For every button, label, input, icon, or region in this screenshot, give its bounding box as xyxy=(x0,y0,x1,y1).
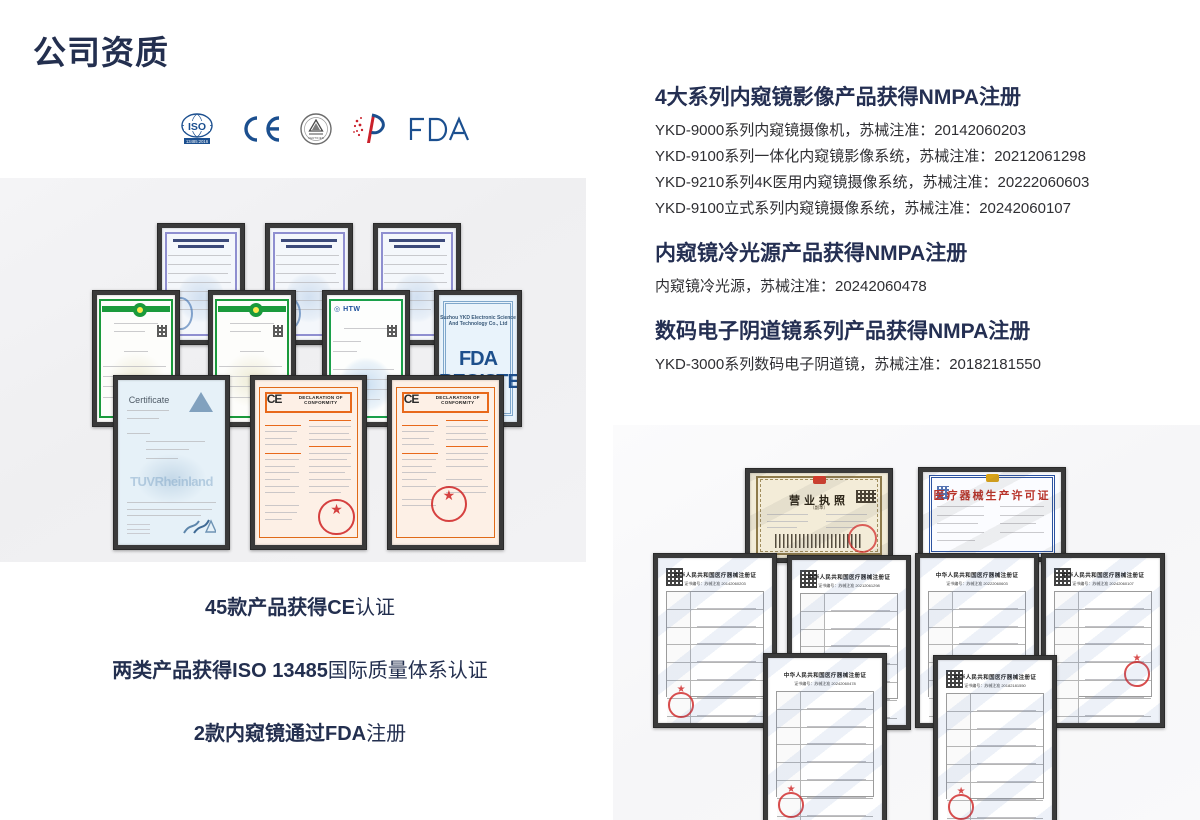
biz-license-title: 营业执照 xyxy=(789,494,849,507)
claim-strong: 两类产品获得ISO 13485 xyxy=(112,660,328,682)
certificate-frame: 中华人民共和国医疗器械注册证 证书编号：苏械注准 20242060107 xyxy=(1041,553,1165,728)
reg-cert-title: 中华人民共和国医疗器械注册证 xyxy=(783,673,867,680)
fda-cert-org: Suzhou YKD Electronic Science And Techno… xyxy=(440,315,516,328)
reg-cert-title: 中华人民共和国医疗器械注册证 xyxy=(935,573,1019,580)
certificate-frame: 中华人民共和国医疗器械注册证 证书编号：苏械注准 20242060478 xyxy=(763,653,887,820)
prod-license-title: 医疗器械生产许可证 xyxy=(933,490,1051,503)
svg-text:ISO: ISO xyxy=(188,121,206,133)
fda-logo-icon xyxy=(409,116,470,142)
registration-line: YKD-9100系列一体化内窥镜影像系统，苏械注准：20212061298 xyxy=(655,148,1086,166)
ce-mark-icon: CE xyxy=(266,392,283,407)
claim-rest: 注册 xyxy=(366,723,407,745)
certificate-frame: CE DECLARATION OF CONFORMITY xyxy=(250,375,367,550)
svg-text:CERTIFIED: CERTIFIED xyxy=(308,136,325,140)
ce-cert-title: DECLARATION OF CONFORMITY xyxy=(298,394,343,405)
registration-line: YKD-3000系列数码电子阴道镜，苏械注准：20182181550 xyxy=(655,356,1041,374)
registration-section-coldlight: 内窥镜冷光源产品获得NMPA注册 内窥镜冷光源，苏械注准：20242060478 xyxy=(655,240,1155,300)
certificate-frame: 医疗器械生产许可证 xyxy=(918,467,1066,562)
claim-fda: 2款内窥镜通过FDA注册 xyxy=(0,724,600,744)
ce-mark-icon: CE xyxy=(403,392,420,407)
reg-cert-title: 中华人民共和国医疗器械注册证 xyxy=(673,573,757,580)
tuv-cert-title: Certificate xyxy=(128,394,170,405)
registration-line: YKD-9210系列4K医用内窥镜摄像系统，苏械注准：20222060603 xyxy=(655,173,1090,191)
claim-ce: 45款产品获得CE认证 xyxy=(0,598,600,618)
certificate-frame: Certificate TUVRheinland xyxy=(113,375,230,550)
claim-rest: 国际质量体系认证 xyxy=(327,660,488,682)
page-title: 公司资质 xyxy=(33,34,169,71)
reg-cert-title: 中华人民共和国医疗器械注册证 xyxy=(953,675,1037,682)
claim-strong: 2款内窥镜通过FDA xyxy=(193,723,367,745)
certification-claims: 45款产品获得CE认证 两类产品获得ISO 13485国际质量体系认证 2款内窥… xyxy=(0,598,600,744)
registration-line: YKD-9000系列内窥镜摄像机，苏械注准：20142060203 xyxy=(655,122,1026,140)
section-heading: 4大系列内窥镜影像产品获得NMPA注册 xyxy=(655,86,1021,109)
certificate-frame: CE DECLARATION OF CONFORMITY xyxy=(387,375,504,550)
tuv-signature xyxy=(183,519,217,534)
biz-license-sub: （副本） xyxy=(810,505,828,511)
national-emblem-icon xyxy=(986,473,999,482)
htw-logo-icon: ◎ HTW xyxy=(334,306,361,314)
registration-line: 内窥镜冷光源，苏械注准：20242060478 xyxy=(655,277,927,295)
section-heading: 数码电子阴道镜系列产品获得NMPA注册 xyxy=(655,319,1031,343)
tuv-watermark: TUVRheinland xyxy=(130,474,213,490)
tuv-logo-icon: CERTIFIED xyxy=(300,113,332,145)
certificate-frame: 营业执照 （副本） xyxy=(745,468,893,563)
iso-logo-icon: ISO 13485:2016 xyxy=(181,113,213,144)
claim-strong: 45款产品获得CE xyxy=(204,597,356,619)
certification-logo-strip: ISO 13485:2016 CERTIFIED xyxy=(175,108,473,150)
ce-logo-icon xyxy=(244,116,280,142)
nmpa-license-collage: 营业执照 （副本） 医疗器械生产许可证 xyxy=(613,425,1200,820)
reg-cert-title: 中华人民共和国医疗器械注册证 xyxy=(807,575,891,582)
nmpa-registration-list: 4大系列内窥镜影像产品获得NMPA注册 YKD-9000系列内窥镜摄像机，苏械注… xyxy=(655,84,1155,378)
registration-section-imaging: 4大系列内窥镜影像产品获得NMPA注册 YKD-9000系列内窥镜摄像机，苏械注… xyxy=(655,84,1155,222)
registration-line: YKD-9100立式系列内窥镜摄像系统，苏械注准：20242060107 xyxy=(655,199,1071,217)
claim-iso: 两类产品获得ISO 13485国际质量体系认证 xyxy=(0,661,600,681)
section-heading: 内窥镜冷光源产品获得NMPA注册 xyxy=(655,241,968,265)
ce-cert-title: DECLARATION OF CONFORMITY xyxy=(435,394,480,405)
ce-iso-certificate-collage: ◎ HTW Suzhou YKD Electronic Science And … xyxy=(0,178,586,562)
certificate-frame: 中华人民共和国医疗器械注册证 证书编号：苏械注准 20142060203 xyxy=(653,553,777,728)
claim-rest: 认证 xyxy=(355,597,396,619)
reg-cert-title: 中华人民共和国医疗器械注册证 xyxy=(1061,573,1145,580)
registration-section-colposcope: 数码电子阴道镜系列产品获得NMPA注册 YKD-3000系列数码电子阴道镜，苏械… xyxy=(655,318,1155,378)
certificate-frame: 中华人民共和国医疗器械注册证 证书编号：苏械注准 20182181550 xyxy=(933,655,1057,820)
nmpa-logo-icon xyxy=(353,113,385,143)
national-emblem-icon xyxy=(813,475,826,484)
svg-text:13485:2016: 13485:2016 xyxy=(186,139,209,144)
